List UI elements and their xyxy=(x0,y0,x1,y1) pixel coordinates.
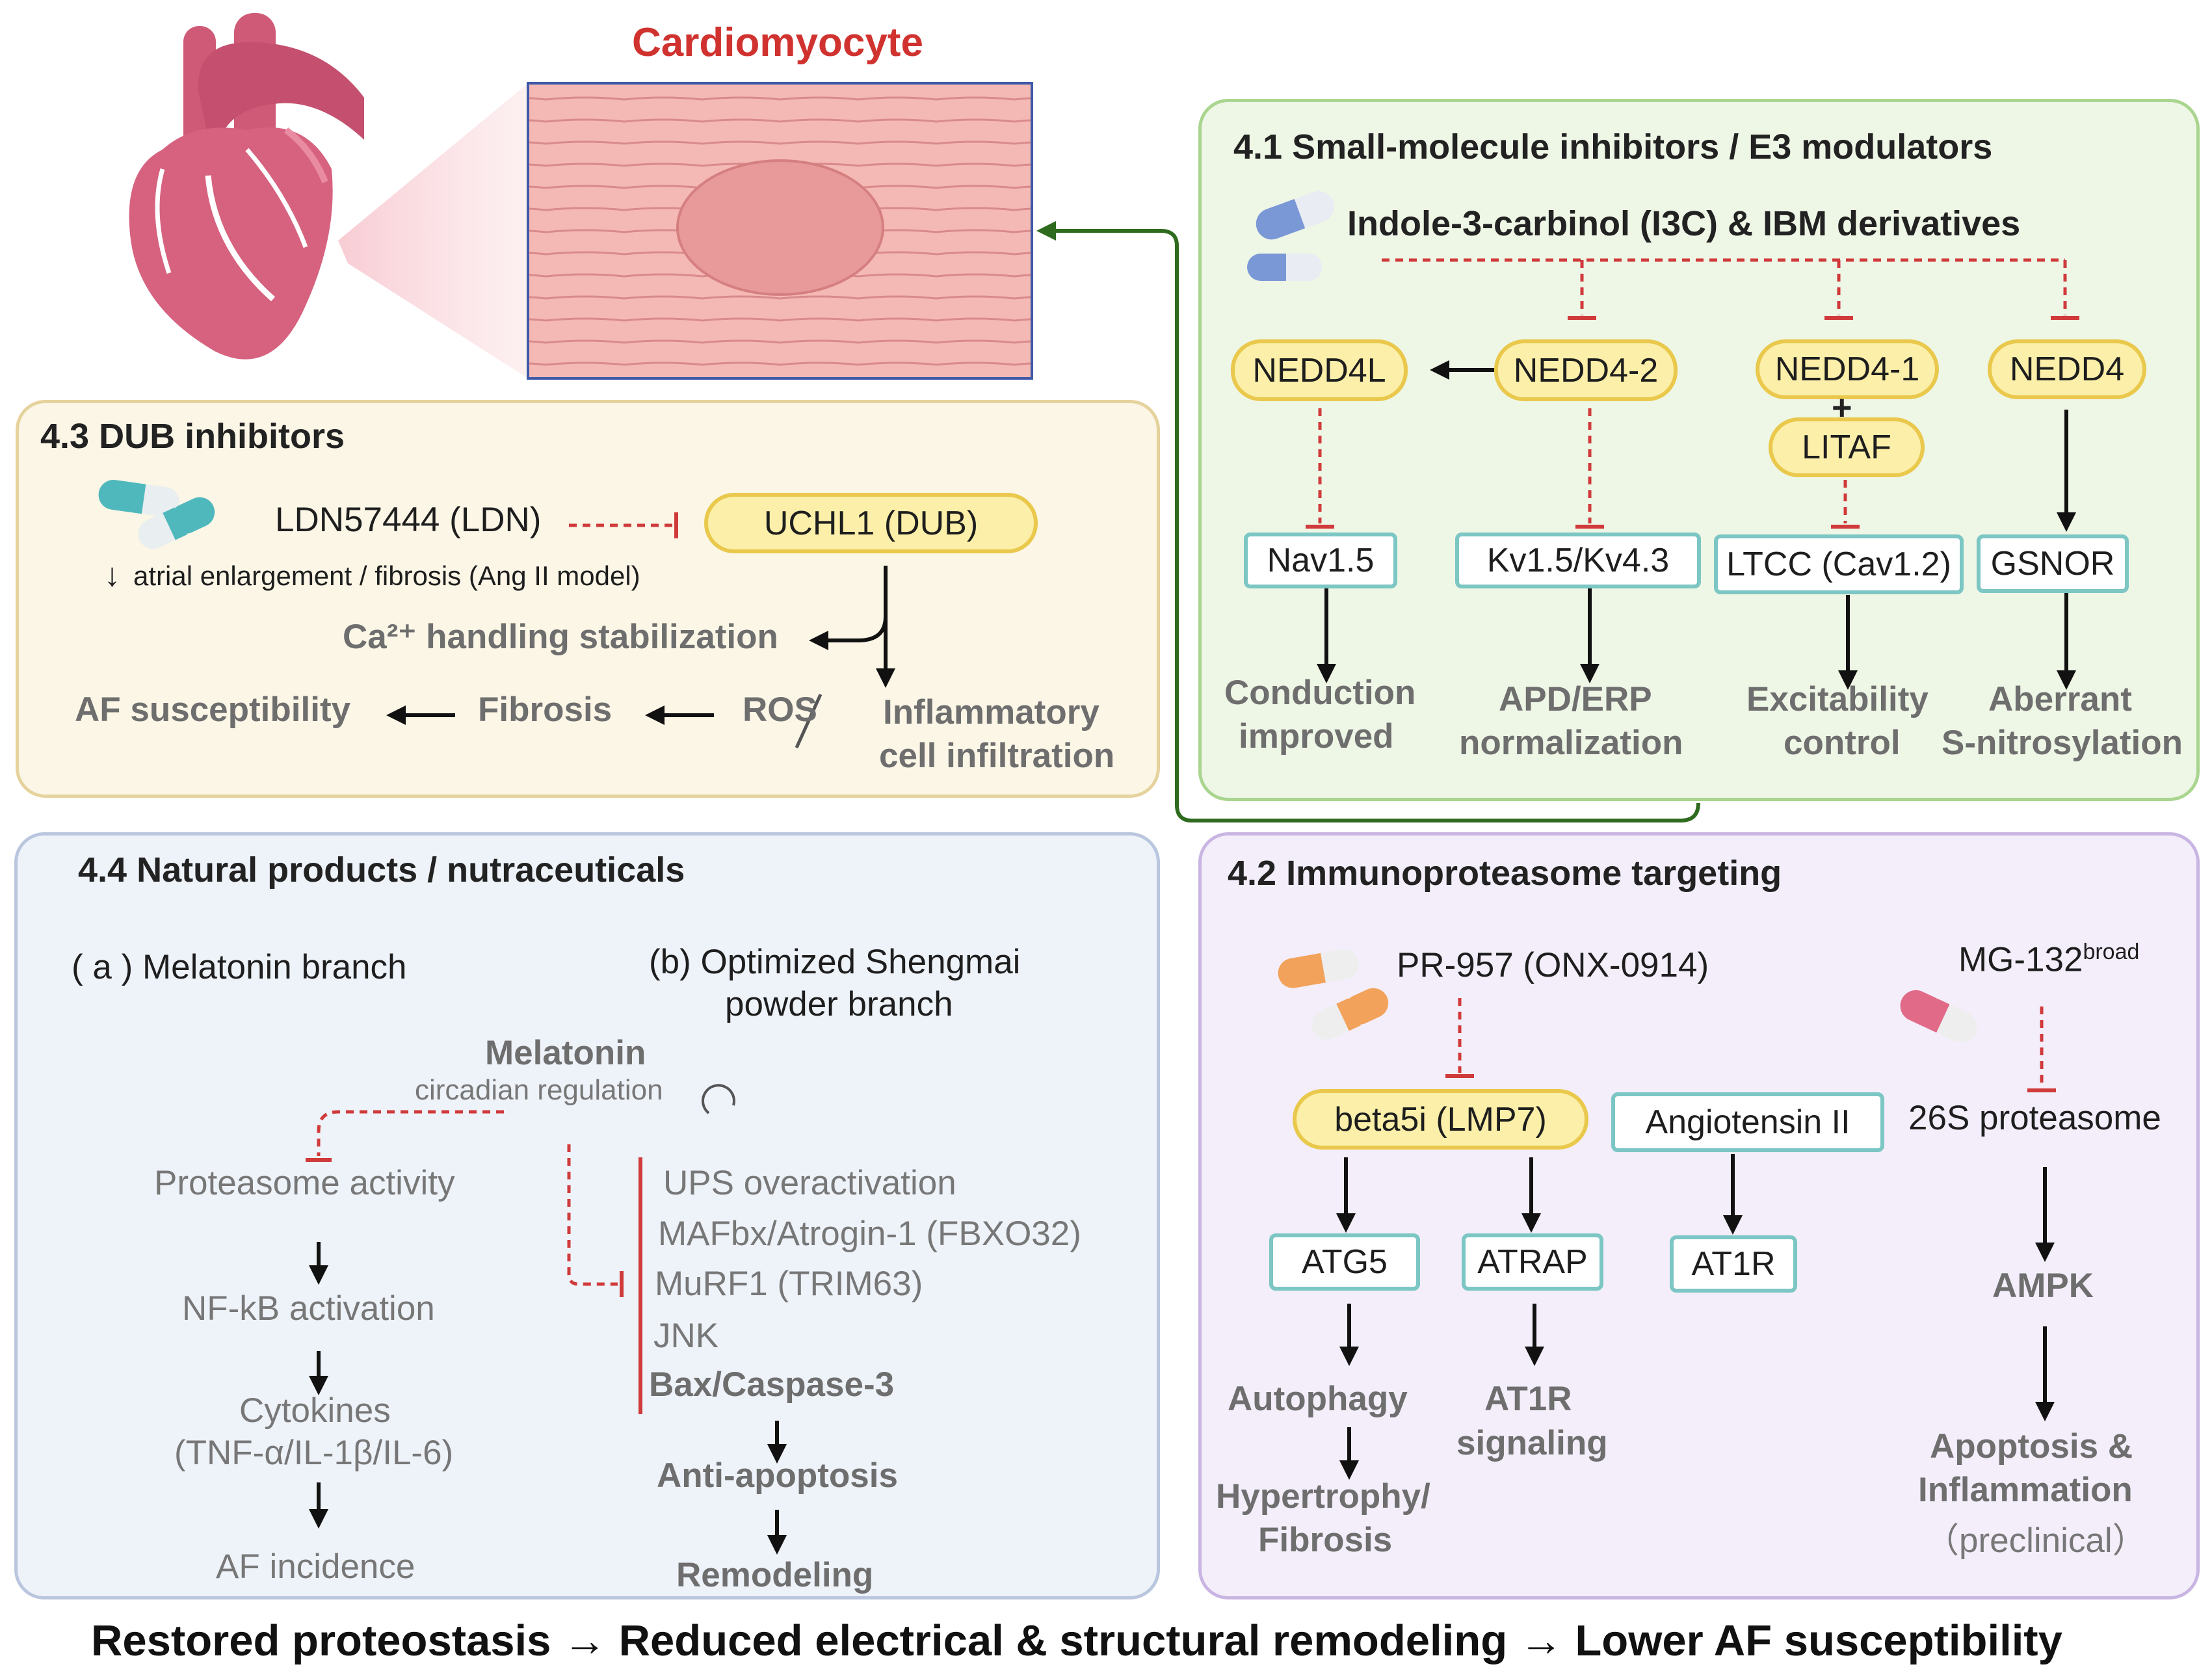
target-litaf: LITAF xyxy=(1769,417,1925,477)
ups-overactivation: UPS overactivation xyxy=(663,1164,956,1202)
circadian-regulation: circadian regulation xyxy=(415,1074,663,1106)
outcome-excitability-2: control xyxy=(1784,724,1901,762)
drug-mg132: MG-132broad xyxy=(1958,940,2139,980)
heart-icon xyxy=(129,13,528,378)
outcome-conduction-1: Conduction xyxy=(1224,674,1416,712)
ampk: AMPK xyxy=(1992,1267,2094,1305)
panel-4-4 xyxy=(14,832,1160,1599)
capsule-icon-orange xyxy=(1278,949,1389,1040)
outcome-apd-1: APD/ERP xyxy=(1499,680,1652,718)
target-nedd4l: NEDD4L xyxy=(1231,339,1408,401)
branch-b-label-2: powder branch xyxy=(725,985,953,1023)
target-nedd4-2: NEDD4-2 xyxy=(1494,339,1678,401)
hypertrophy: Hypertrophy/ xyxy=(1216,1477,1430,1516)
panel-4-2 xyxy=(1198,832,2200,1599)
panel-4-1 xyxy=(1198,99,2200,801)
proteasome-26s: 26S proteasome xyxy=(1908,1099,2161,1137)
preclinical: （preclinical） xyxy=(1925,1521,2147,1560)
remodeling: Remodeling xyxy=(676,1556,874,1594)
melatonin: Melatonin xyxy=(485,1034,646,1072)
outcome-conduction-2: improved xyxy=(1239,717,1394,756)
fibrosis: Fibrosis xyxy=(478,691,612,729)
drug-mg132-sup: broad xyxy=(2083,940,2140,964)
panel-43-title: 4.3 DUB inhibitors xyxy=(40,417,345,456)
at1r-signaling-1: AT1R xyxy=(1484,1380,1572,1418)
af-susceptibility: AF susceptibility xyxy=(75,691,351,729)
proteasome-activity: Proteasome activity xyxy=(154,1164,455,1202)
target-nedd4-1: NEDD4-1 xyxy=(1756,339,1939,399)
target-uchl1: UCHL1 (DUB) xyxy=(704,493,1038,553)
ca-handling: Ca²⁺ handling stabilization xyxy=(343,618,778,656)
panel-4-3 xyxy=(16,400,1160,798)
panel-42-lines xyxy=(1336,998,2056,1480)
outcome-apd-2: normalization xyxy=(1459,724,1683,762)
target-beta5i: beta5i (LMP7) xyxy=(1293,1089,1588,1150)
panel-44-lines xyxy=(306,1084,787,1555)
autophagy: Autophagy xyxy=(1228,1380,1408,1418)
inflammatory-1: Inflammatory xyxy=(883,693,1099,731)
connector-arrow xyxy=(1036,221,1700,822)
cytokines-list: (TNF-α/IL-1β/IL-6) xyxy=(174,1434,454,1472)
capsule-icon-teal xyxy=(98,479,215,549)
drug-mg132-name: MG-132 xyxy=(1958,940,2083,979)
panel-44-title: 4.4 Natural products / nutraceuticals xyxy=(78,850,685,889)
branch-b-label-1: (b) Optimized Shengmai xyxy=(649,943,1021,981)
inflammation: Inflammation xyxy=(1918,1471,2133,1509)
channel-ltcc: LTCC (Cav1.2) xyxy=(1714,534,1964,594)
panel-41-lines xyxy=(1306,258,2079,690)
channel-nav15: Nav1.5 xyxy=(1244,533,1397,588)
down-arrow-icon: ↓ xyxy=(104,557,120,593)
nfkb-activation: NF-kB activation xyxy=(182,1289,435,1328)
enzyme-gsnor: GSNOR xyxy=(1977,534,2129,593)
inflammatory-2: cell infiltration xyxy=(879,737,1115,775)
channel-kv15-kv43: Kv1.5/Kv4.3 xyxy=(1455,533,1701,588)
cytokines: Cytokines xyxy=(239,1391,391,1430)
ldn-effect-note: atrial enlargement / fibrosis (Ang II mo… xyxy=(133,560,640,591)
box-atrap: ATRAP xyxy=(1462,1233,1603,1291)
capsule-icon-pink xyxy=(1900,990,1977,1043)
branch-a-label: ( a ) Melatonin branch xyxy=(72,948,407,986)
capsule-icon-blue xyxy=(1247,191,1335,281)
ros: ROS xyxy=(743,691,817,729)
murf1: MuRF1 (TRIM63) xyxy=(655,1265,923,1303)
box-atg5: ATG5 xyxy=(1269,1233,1420,1291)
target-nedd4: NEDD4 xyxy=(1988,339,2146,399)
drug-i3c: Indole-3-carbinol (I3C) & IBM derivative… xyxy=(1347,204,2021,243)
panel-43-lines xyxy=(386,512,895,749)
fibrosis-42: Fibrosis xyxy=(1258,1521,1393,1559)
box-at1r: AT1R xyxy=(1670,1235,1797,1293)
drug-pr957: PR-957 (ONX-0914) xyxy=(1397,946,1709,984)
apoptosis: Apoptosis & xyxy=(1930,1427,2133,1466)
jnk: JNK xyxy=(653,1317,719,1355)
anti-apoptosis: Anti-apoptosis xyxy=(657,1456,898,1495)
af-incidence: AF incidence xyxy=(216,1547,415,1586)
outcome-excitability-1: Excitability xyxy=(1746,680,1929,718)
panel-42-title: 4.2 Immunoproteasome targeting xyxy=(1228,854,1782,893)
at1r-signaling-2: signaling xyxy=(1456,1424,1608,1462)
cardiomyocyte-cell xyxy=(527,82,1033,380)
drug-ldn: LDN57444 (LDN) xyxy=(275,501,542,539)
mafbx-atrogin: MAFbx/Atrogin-1 (FBXO32) xyxy=(658,1215,1081,1253)
outcome-aberrant-2: S-nitrosylation xyxy=(1942,724,2183,762)
outcome-aberrant-1: Aberrant xyxy=(1988,680,2132,718)
cardiomyocyte-label: Cardiomyocyte xyxy=(632,20,923,65)
footer-summary: Restored proteostasis → Reduced electric… xyxy=(91,1616,2062,1665)
bax-caspase: Bax/Caspase-3 xyxy=(649,1365,895,1404)
panel-41-title: 4.1 Small-molecule inhibitors / E3 modul… xyxy=(1233,127,1993,166)
angiotensin-ii: Angiotensin II xyxy=(1611,1092,1884,1152)
